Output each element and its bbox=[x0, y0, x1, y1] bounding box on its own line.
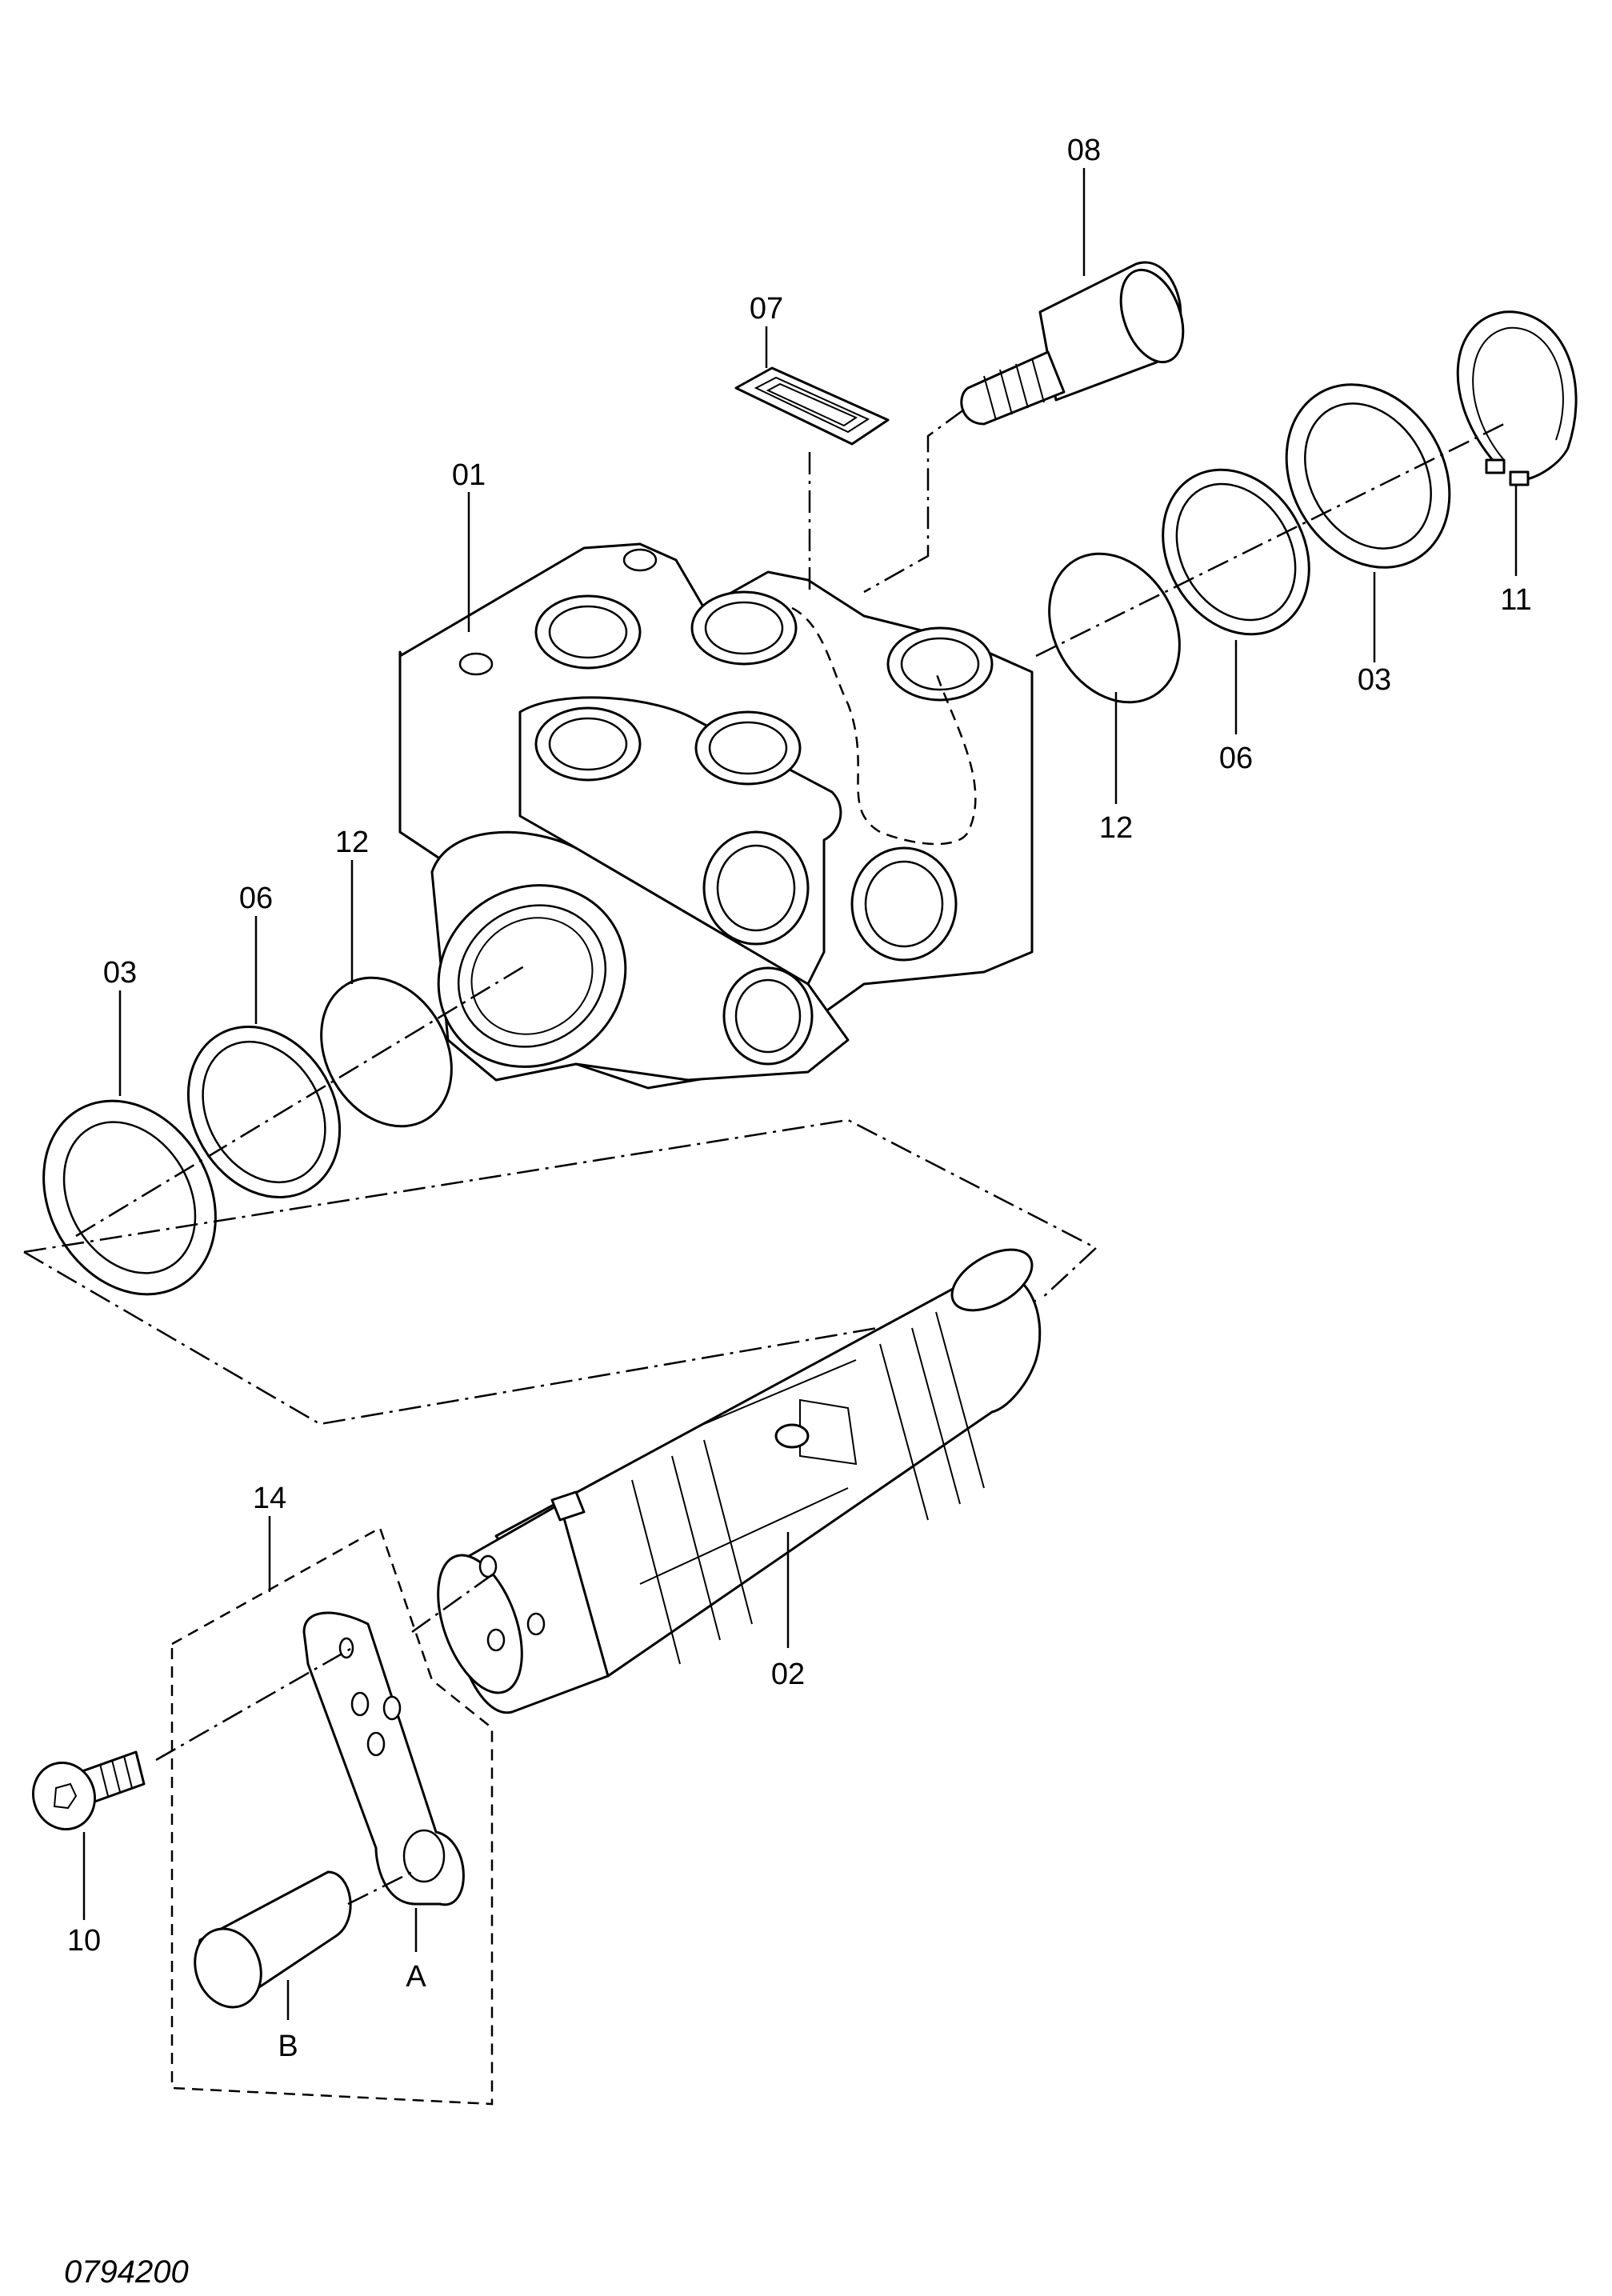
o-ring-12-right bbox=[1048, 552, 1181, 704]
plate-03-left bbox=[42, 1099, 217, 1296]
valve-body-01 bbox=[398, 542, 1034, 1090]
callout-12-left: 12 bbox=[335, 826, 369, 859]
callout-10: 10 bbox=[67, 1924, 101, 1958]
callout-A: A bbox=[406, 1960, 426, 1994]
callout-12-right: 12 bbox=[1099, 811, 1133, 845]
plug-08 bbox=[863, 261, 1185, 594]
drawing-number: 0794200 bbox=[64, 2254, 189, 2290]
callout-03-right: 03 bbox=[1358, 663, 1391, 697]
plate-07 bbox=[734, 366, 890, 592]
callout-02: 02 bbox=[771, 1658, 805, 1691]
spool-02 bbox=[437, 1248, 1042, 1714]
callout-03-left: 03 bbox=[103, 956, 137, 990]
bolt-10 bbox=[32, 1750, 146, 1831]
backup-ring-06-right bbox=[1162, 468, 1310, 636]
axis-left bbox=[75, 962, 529, 1238]
backup-ring-06-left bbox=[186, 1025, 342, 1199]
o-ring-12-left bbox=[320, 976, 453, 1128]
callout-06-right: 06 bbox=[1219, 742, 1253, 775]
callout-B: B bbox=[278, 2030, 298, 2063]
callout-07: 07 bbox=[750, 292, 783, 326]
callout-14: 14 bbox=[253, 1482, 286, 1515]
axis-right bbox=[1035, 422, 1505, 658]
axis-lever bbox=[411, 1570, 497, 1634]
snap-ring-11 bbox=[1456, 310, 1578, 486]
callout-11: 11 bbox=[1500, 583, 1531, 617]
callout-08: 08 bbox=[1067, 134, 1101, 167]
lever-A bbox=[302, 1611, 465, 1906]
callout-06-left: 06 bbox=[239, 882, 273, 915]
plate-03-right bbox=[1285, 383, 1451, 569]
callout-01: 01 bbox=[452, 458, 486, 492]
pin-B bbox=[194, 1870, 352, 2009]
axis-pin bbox=[347, 1870, 413, 1906]
leader-lines bbox=[82, 168, 1518, 2020]
assembly-bracket bbox=[23, 1118, 1098, 1426]
